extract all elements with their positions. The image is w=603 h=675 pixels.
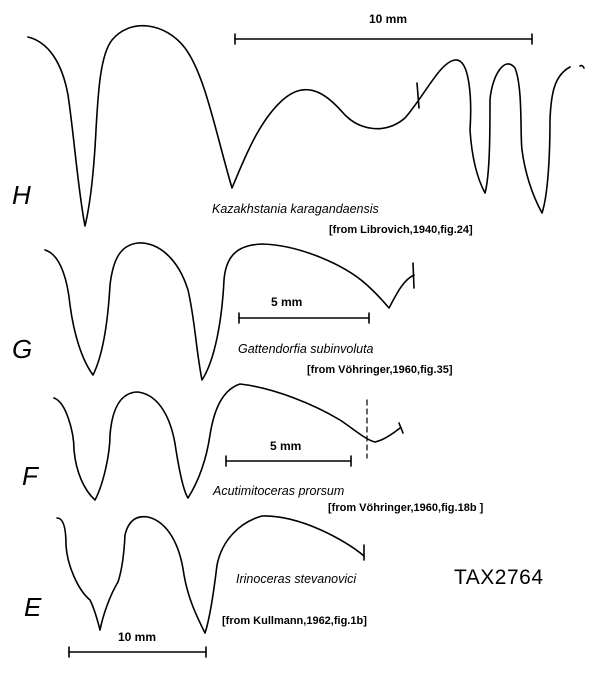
septal-mark-h: [416, 82, 420, 109]
figure-id: TAX2764: [454, 566, 544, 589]
scale-label-g: 5 mm: [271, 295, 303, 309]
species-name-h: Kazakhstania karagandaensis: [212, 202, 379, 216]
panel-letter-h: H: [12, 180, 31, 210]
scale-bar-e: [68, 646, 207, 658]
species-name-e: Irinoceras stevanovici: [236, 572, 357, 586]
source-citation-g: [from Vöhringer,1960,fig.35]: [307, 364, 453, 376]
scale-bar-g: [238, 312, 370, 324]
panel-letter-f: F: [22, 461, 38, 491]
source-citation-e: [from Kullmann,1962,fig.1b]: [222, 615, 367, 627]
suture-line-h: [27, 25, 571, 227]
scale-label-f: 5 mm: [270, 439, 302, 453]
source-citation-f: [from Vöhringer,1960,fig.18b ]: [328, 502, 484, 514]
scale-bar-h: [234, 33, 533, 45]
septal-mark-g: [412, 262, 415, 289]
source-citation-h: [from Librovich,1940,fig.24]: [329, 224, 473, 236]
species-name-f: Acutimitoceras prorsum: [213, 484, 345, 498]
species-name-g: Gattendorfia subinvoluta: [238, 342, 374, 356]
suture-line-f: [53, 383, 401, 501]
suture-tail-h: [579, 64, 585, 69]
panel-letter-e: E: [24, 592, 42, 622]
scale-label-e: 10 mm: [118, 630, 157, 644]
suture-end-f: [398, 422, 404, 434]
scale-label-h: 10 mm: [369, 12, 408, 26]
suture-line-e: [56, 515, 365, 634]
scale-bar-f: [225, 455, 352, 467]
panel-letter-g: G: [12, 334, 33, 364]
suture-line-g: [44, 242, 415, 381]
